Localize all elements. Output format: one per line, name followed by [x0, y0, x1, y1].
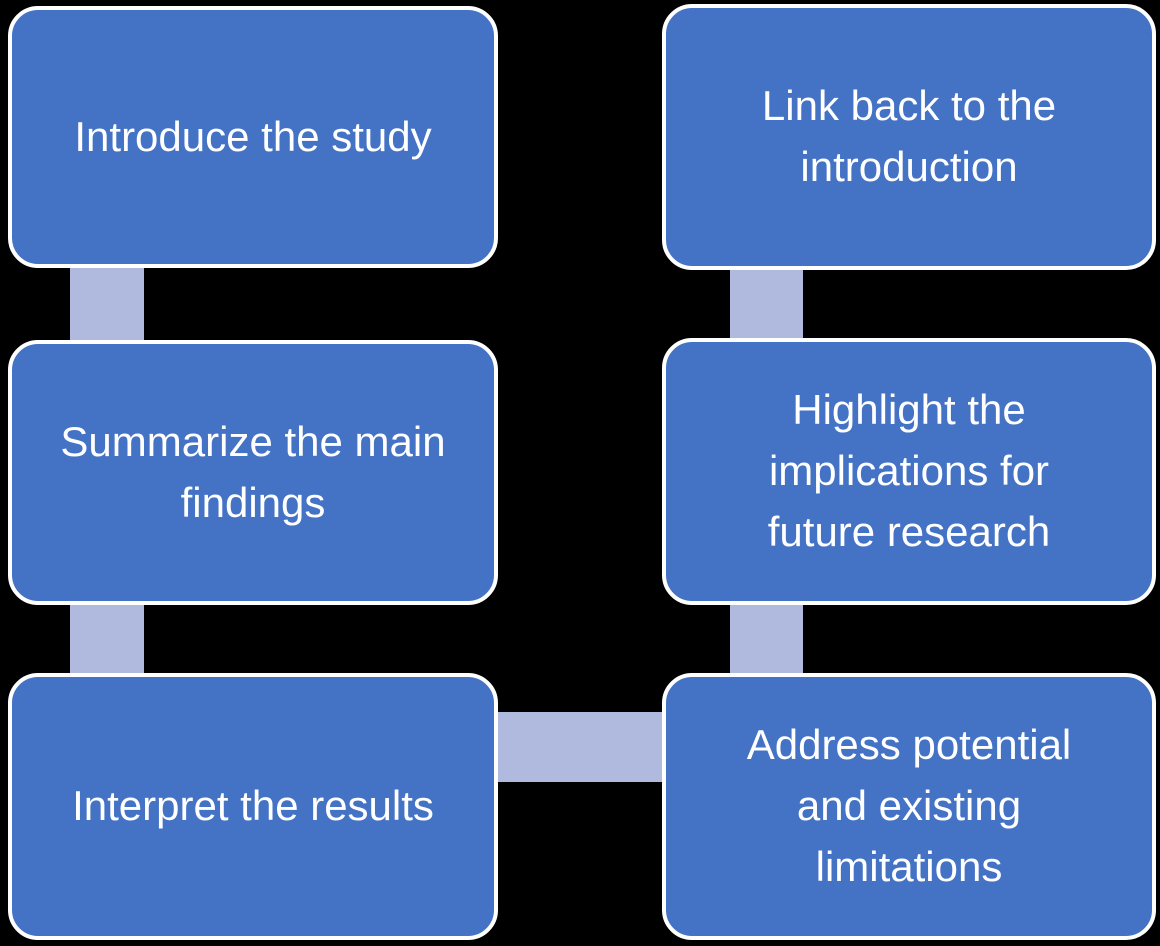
connector-interpret-to-address	[488, 712, 672, 782]
step-box-link-back-introduction: Link back to the introduction	[662, 4, 1156, 270]
step-box-interpret-results: Interpret the results	[8, 673, 498, 940]
step-box-highlight-implications: Highlight the implications for future re…	[662, 338, 1156, 605]
step-box-introduce-the-study: Introduce the study	[8, 6, 498, 268]
step-box-summarize-main-findings: Summarize the main findings	[8, 340, 498, 605]
connector-introduce-to-summarize	[70, 252, 144, 357]
step-box-address-limitations: Address potential and existing limitatio…	[662, 673, 1156, 940]
